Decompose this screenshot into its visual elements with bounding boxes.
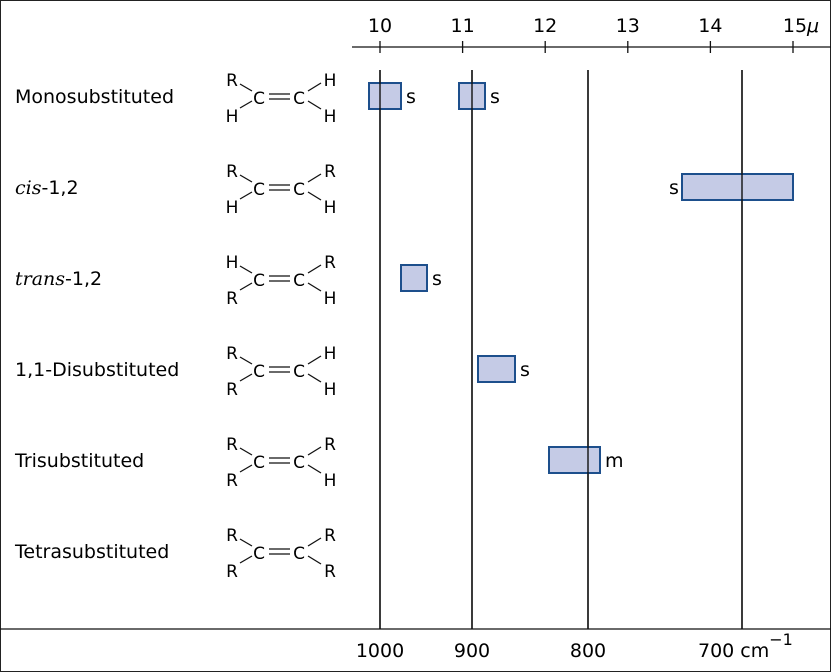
svg-text:H: H [226, 107, 239, 127]
svg-text:R: R [226, 380, 238, 400]
bottom-tick-label: 900 [454, 640, 490, 662]
svg-text:C: C [253, 544, 265, 564]
svg-text:C: C [253, 362, 265, 382]
top-tick-label: 10 [368, 15, 392, 37]
top-tick-label: 13 [616, 15, 640, 37]
row-label: cis-1,2 [15, 177, 79, 199]
svg-text:H: H [226, 198, 239, 218]
svg-text:R: R [226, 71, 238, 91]
svg-text:R: R [324, 526, 336, 546]
svg-text:H: H [324, 198, 337, 218]
svg-text:C: C [293, 180, 305, 200]
top-tick-label: 14 [698, 15, 722, 37]
svg-text:H: H [324, 380, 337, 400]
svg-text:H: H [226, 253, 239, 273]
absorption-band [400, 264, 428, 292]
svg-text:C: C [293, 453, 305, 473]
svg-text:R: R [226, 289, 238, 309]
bottom-tick-label: 700 cm−1 [698, 630, 793, 662]
absorption-band [681, 173, 794, 201]
svg-text:H: H [324, 344, 337, 364]
svg-text:C: C [293, 362, 305, 382]
top-axis: 10 11 12 13 14 15μ [352, 15, 831, 53]
grid-lines [379, 70, 743, 629]
intensity-label: s [669, 177, 679, 199]
svg-text:C: C [293, 89, 305, 109]
svg-text:R: R [324, 562, 336, 582]
svg-text:R: R [324, 435, 336, 455]
absorption-band [477, 355, 516, 383]
svg-text:H: H [324, 107, 337, 127]
bottom-axis: 1000 900 800 700 cm−1 [0, 628, 831, 662]
svg-text:H: H [324, 71, 337, 91]
svg-text:R: R [226, 435, 238, 455]
svg-text:R: R [324, 162, 336, 182]
row-label: Monosubstituted [15, 86, 174, 108]
intensity-label: s [490, 86, 500, 108]
svg-text:R: R [226, 471, 238, 491]
svg-text:C: C [253, 271, 265, 291]
absorption-band [368, 82, 402, 110]
intensity-label: s [432, 268, 442, 290]
top-tick-label: 12 [533, 15, 557, 37]
intensity-label: s [406, 86, 416, 108]
row-label: trans-1,2 [15, 268, 102, 290]
svg-text:R: R [226, 344, 238, 364]
row-label: Tetrasubstituted [14, 541, 169, 563]
svg-text:R: R [226, 162, 238, 182]
row-label: 1,1-Disubstituted [15, 359, 179, 381]
svg-text:C: C [253, 180, 265, 200]
absorption-band [548, 446, 601, 474]
bottom-tick-label: 1000 [356, 640, 404, 662]
bottom-tick-label: 800 [570, 640, 606, 662]
svg-text:H: H [324, 289, 337, 309]
svg-text:R: R [226, 562, 238, 582]
svg-text:H: H [324, 471, 337, 491]
svg-text:C: C [293, 544, 305, 564]
top-tick-label: 11 [451, 15, 475, 37]
row-label: Trisubstituted [14, 450, 144, 472]
svg-text:C: C [293, 271, 305, 291]
top-tick-label: 15μ [783, 15, 819, 37]
svg-text:R: R [324, 253, 336, 273]
svg-text:C: C [253, 89, 265, 109]
svg-text:R: R [226, 526, 238, 546]
intensity-label: m [605, 450, 624, 472]
intensity-label: s [520, 359, 530, 381]
svg-text:C: C [253, 453, 265, 473]
